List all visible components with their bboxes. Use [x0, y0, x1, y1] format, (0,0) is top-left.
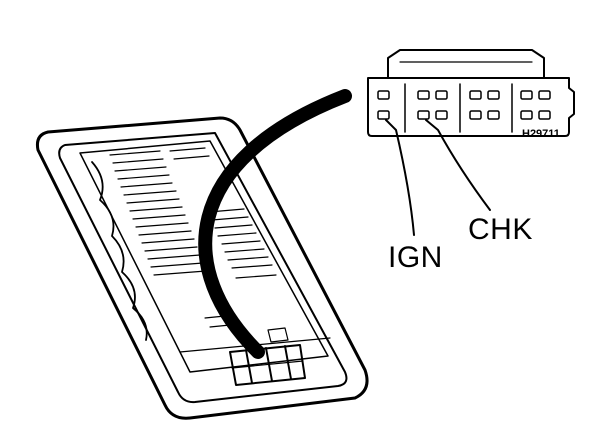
ign-label: IGN	[388, 241, 443, 274]
ecu-block	[36, 116, 369, 420]
ign-leader-line	[385, 119, 415, 236]
diagnostic-connector	[367, 49, 575, 137]
chk-label: CHK	[468, 213, 533, 246]
wire-harness	[198, 89, 352, 359]
plug-connector	[229, 344, 306, 386]
figure-code: H29711	[522, 128, 560, 140]
chk-leader-line	[425, 119, 491, 211]
